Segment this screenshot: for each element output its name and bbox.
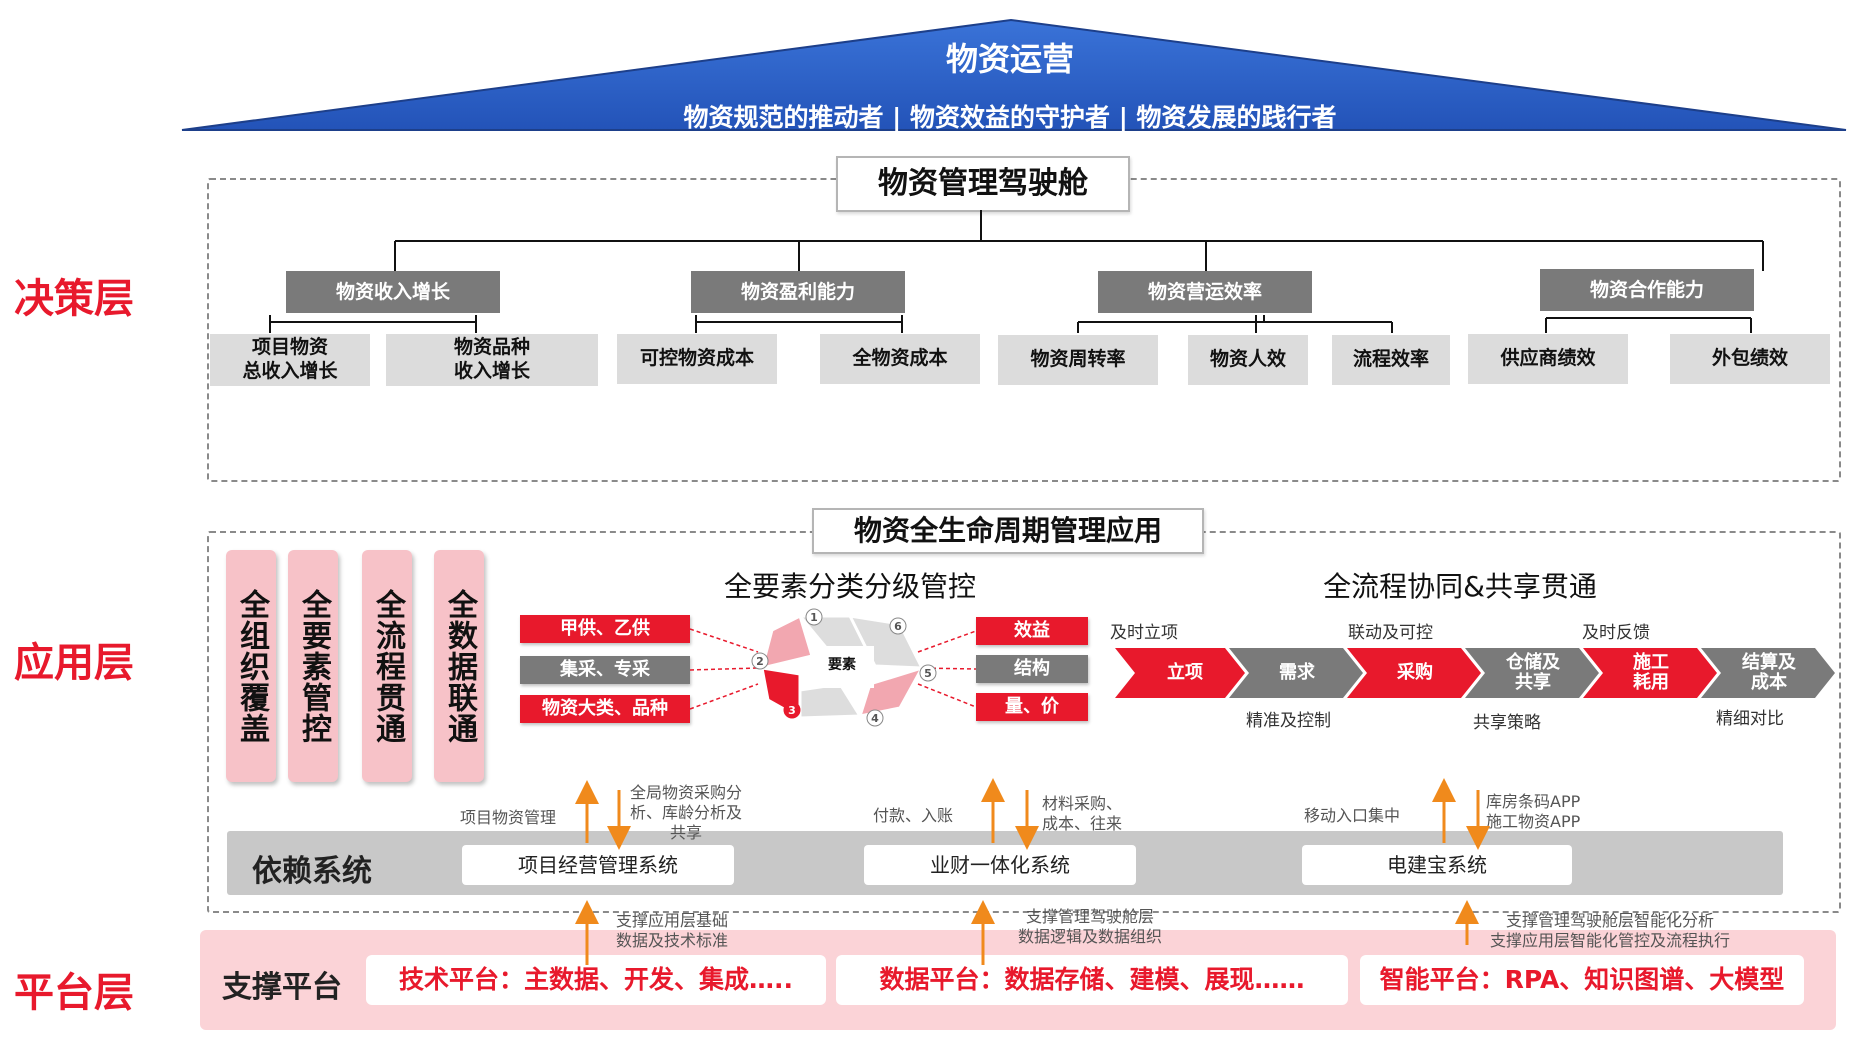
- process-step-settlement: 结算及 成本: [1742, 652, 1796, 693]
- pillar-process: 全流程贯通: [362, 550, 412, 782]
- hex-number-4: 4: [871, 712, 879, 725]
- dep-note-purchase-cost: 材料采购、 成本、往来: [1042, 794, 1123, 833]
- dep-note-payment: 付款、入账: [873, 806, 954, 825]
- hex-number-6: 6: [894, 620, 902, 633]
- group-head-revenue: 物资收入增长: [286, 271, 500, 313]
- process-note-compare: 精细对比: [1716, 709, 1784, 729]
- process-note-linked: 联动及可控: [1348, 623, 1433, 643]
- process-note-sharing: 共享策略: [1473, 713, 1541, 733]
- group-head-cooperation: 物资合作能力: [1540, 269, 1754, 311]
- application-title: 物资全生命周期管理应用: [812, 508, 1204, 554]
- process-step-procurement: 采购: [1397, 662, 1433, 683]
- layer-label-platform: 平台层: [14, 970, 134, 1016]
- roof-triangle: [181, 18, 1847, 131]
- elements-title: 全要素分类分级管控: [723, 570, 976, 603]
- process-step-initiation: 立项: [1167, 662, 1203, 683]
- platform-intelligence: 智能平台：RPA、知识图谱、大模型: [1360, 955, 1804, 1005]
- tag-procure-type: 集采、专采: [520, 656, 690, 684]
- system-dianjianbao: 电建宝系统: [1302, 845, 1572, 885]
- process-step-demand: 需求: [1279, 662, 1315, 683]
- metric-per-capita: 物资人效: [1188, 335, 1308, 385]
- process-chevrons: [1115, 648, 1835, 698]
- elements-hexagon-diagram: 1 2 3 4 5 6: [689, 608, 977, 727]
- layer-label-application: 应用层: [14, 640, 134, 686]
- platform-note-tech: 支撑应用层基础 数据及技术标准: [616, 911, 729, 950]
- dependency-label: 依赖系统: [252, 854, 372, 889]
- group-head-profit: 物资盈利能力: [691, 271, 905, 313]
- roof-subtitle: 物资规范的推动者 | 物资效益的守护者 | 物资发展的践行者: [683, 103, 1337, 132]
- metric-controllable-cost: 可控物资成本: [617, 334, 777, 384]
- hex-number-1: 1: [810, 611, 818, 624]
- hex-number-2: 2: [756, 655, 764, 668]
- process-note-precise: 精准及控制: [1246, 711, 1331, 731]
- tag-quantity-price: 量、价: [976, 693, 1088, 721]
- pillar-elements: 全要素管控: [288, 550, 338, 782]
- tag-supply-type: 甲供、乙供: [520, 615, 690, 643]
- platform-tech: 技术平台：主数据、开发、集成…..: [366, 955, 826, 1005]
- platform-note-intelligence: 支撑管理驾驶舱层智能化分析 支撑应用层智能化管控及流程执行: [1490, 911, 1731, 950]
- roof-title: 物资运营: [945, 40, 1074, 78]
- group-head-efficiency: 物资营运效率: [1098, 271, 1312, 313]
- dep-note-apps: 库房条码APP 施工物资APP: [1486, 792, 1581, 831]
- process-step-storage: 仓储及 共享: [1506, 652, 1560, 693]
- metric-total-cost: 全物资成本: [820, 334, 980, 384]
- pillar-org: 全组织覆盖: [226, 550, 276, 782]
- layer-label-decision: 决策层: [14, 276, 134, 322]
- process-step-consumption: 施工 耗用: [1633, 652, 1669, 693]
- pillar-data: 全数据联通: [434, 550, 484, 782]
- cockpit-title: 物资管理驾驶舱: [836, 156, 1130, 212]
- dep-note-project-materials: 项目物资管理: [460, 808, 557, 827]
- metric-variety-revenue: 物资品种 收入增长: [386, 334, 598, 386]
- dep-note-analysis: 全局物资采购分 析、库龄分析及 共享: [630, 783, 743, 842]
- metric-outsourcing-performance: 外包绩效: [1670, 334, 1830, 384]
- hex-number-3: 3: [788, 704, 796, 717]
- platform-label: 支撑平台: [222, 970, 342, 1005]
- process-note-feedback: 及时反馈: [1582, 623, 1650, 643]
- process-title: 全流程协同&共享贯通: [1323, 570, 1597, 603]
- dep-note-mobile: 移动入口集中: [1304, 806, 1401, 825]
- platform-data: 数据平台：数据存储、建模、展现……: [836, 955, 1348, 1005]
- tag-benefit: 效益: [976, 617, 1088, 645]
- metric-turnover: 物资周转率: [998, 335, 1158, 385]
- metric-supplier-performance: 供应商绩效: [1468, 334, 1628, 384]
- system-project-management: 项目经营管理系统: [462, 845, 734, 885]
- tag-category: 物资大类、品种: [520, 695, 690, 723]
- tag-structure: 结构: [976, 655, 1088, 683]
- system-finance-integration: 业财一体化系统: [864, 845, 1136, 885]
- hex-number-5: 5: [924, 667, 932, 680]
- platform-note-data: 支撑管理驾驶舱层 数据逻辑及数据组织: [1018, 907, 1163, 946]
- metric-process-efficiency: 流程效率: [1332, 335, 1450, 385]
- process-note-timely-start: 及时立项: [1110, 623, 1178, 643]
- decision-tree-lines: [269, 210, 1764, 333]
- hex-center-label: 要素: [828, 657, 856, 673]
- metric-project-revenue: 项目物资 总收入增长: [210, 334, 370, 386]
